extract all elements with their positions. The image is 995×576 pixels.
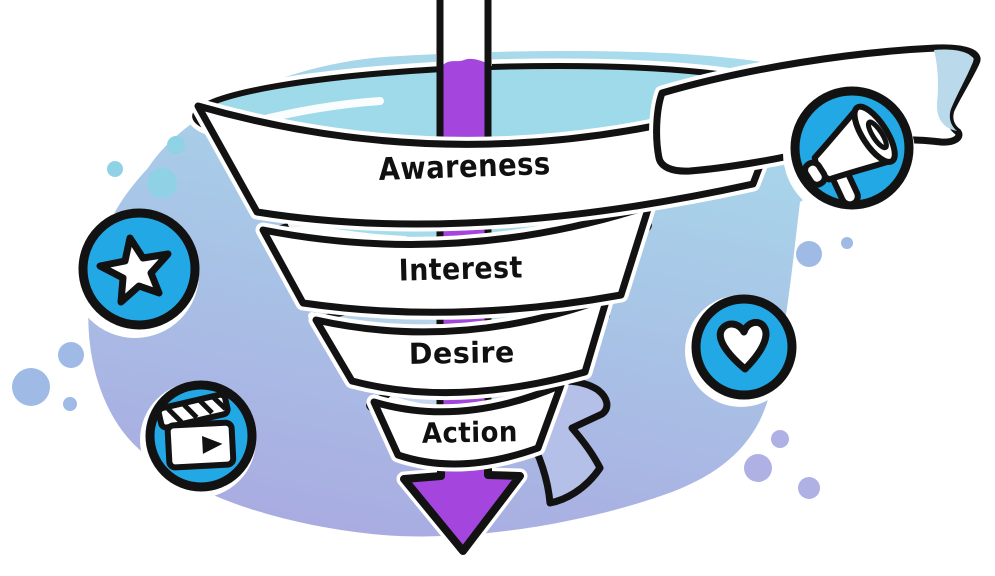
- stage-label-desire: Desire: [409, 335, 516, 371]
- star-badge: [71, 208, 200, 338]
- dot: [12, 368, 50, 406]
- dot: [796, 241, 822, 267]
- clapperboard-badge: [140, 380, 257, 498]
- ribbon-fold-shade: [934, 49, 974, 131]
- band-shape: [370, 381, 565, 468]
- heart-badge: [685, 294, 797, 407]
- dot: [147, 168, 177, 198]
- stage-label-interest: Interest: [398, 250, 523, 288]
- star-icon: [96, 234, 172, 306]
- clapper-stripes: [166, 394, 228, 424]
- dot: [58, 342, 84, 368]
- play-icon: [201, 435, 223, 454]
- arrow-shaft-top: [436, 0, 492, 66]
- funnel-band-desire: [308, 290, 615, 401]
- megaphone-icon: [802, 103, 898, 208]
- dot: [771, 430, 789, 448]
- megaphone-mouthpiece: [802, 159, 828, 188]
- clapper-board: [164, 419, 237, 471]
- funnel-band-action: [366, 377, 569, 472]
- stage-label-awareness: Awareness: [378, 146, 551, 188]
- decorative-dots: [12, 136, 853, 499]
- heart-icon: [716, 318, 770, 373]
- dot: [841, 237, 853, 249]
- megaphone-bell-inner: [865, 119, 889, 151]
- funnel: Awareness Interest Desire Action: [187, 0, 985, 559]
- dot: [167, 136, 185, 154]
- dot: [107, 161, 123, 177]
- megaphone-badge: [783, 86, 915, 219]
- video-clapperboard-icon: [155, 391, 237, 471]
- dot: [63, 397, 77, 411]
- dot: [798, 477, 820, 499]
- stage-label-action: Action: [422, 415, 519, 450]
- dot: [744, 454, 772, 482]
